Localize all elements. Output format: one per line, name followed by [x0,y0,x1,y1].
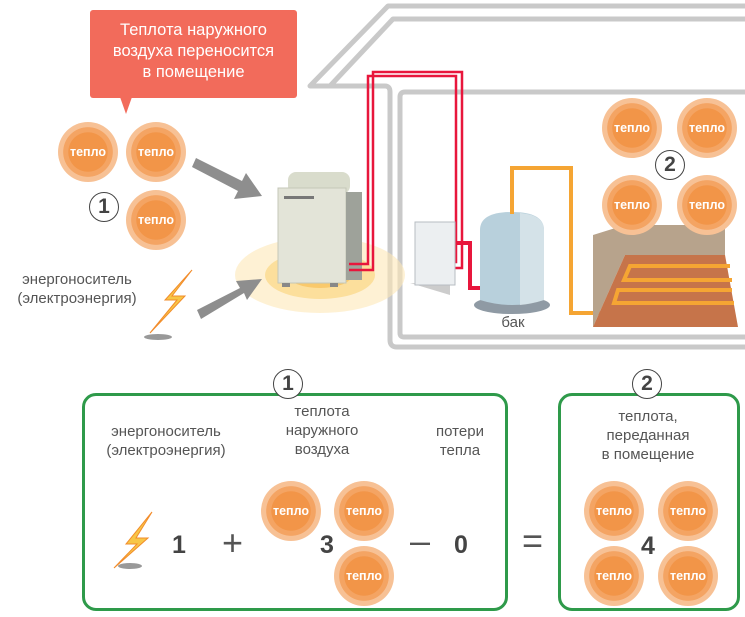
house-outline [307,3,745,350]
arrows [192,158,262,319]
eq-losses-label: потери тепла [420,422,500,460]
label-line: теплота [294,403,350,420]
heat-token: тепло [602,175,662,235]
heat-token: тепло [584,481,644,541]
eq-minus-sign: – [410,520,431,561]
heat-token: тепло [334,546,394,606]
lightning-bolt-icon [144,269,193,340]
eq-energy-label: энергоноситель (электроэнергия) [96,422,236,460]
label-line: воздуха [294,441,350,458]
heat-token: тепло [658,481,718,541]
label-line: в помещение [601,446,695,463]
label-line: энергоноситель [111,423,221,440]
equation-badge-2: 2 [632,369,662,399]
heat-token: тепло [261,481,321,541]
eq-losses-value: 0 [454,531,468,559]
heat-token: тепло [584,546,644,606]
label-line: переданная [606,427,690,444]
eq-equals-sign: = [522,520,544,561]
heat-token: тепло [58,122,118,182]
eq-outdoor-heat-value: 3 [320,531,334,559]
step-badge-2: 2 [655,150,685,180]
step-badge-1: 1 [89,192,119,222]
water-pipe [510,166,600,315]
label-line: (электроэнергия) [17,290,137,307]
heat-token: тепло [602,98,662,158]
heated-floor [593,225,738,327]
heat-token: тепло [677,175,737,235]
label-line: потери [436,423,484,440]
callout-line: в помещение [142,63,245,81]
eq-outdoor-heat-label: теплота наружного воздуха [262,402,382,459]
energy-source-label: энергоноситель (электроэнергия) [2,270,152,308]
eq-plus-sign: + [222,522,244,563]
eq-delivered-value: 4 [641,532,655,560]
heat-token: тепло [677,98,737,158]
heat-token: тепло [126,190,186,250]
callout-line: Теплота наружного [120,21,267,39]
label-line: (электроэнергия) [106,442,226,459]
label-line: наружного [285,422,359,439]
label-line: тепла [439,442,481,459]
heat-token: тепло [334,481,394,541]
heat-token: тепло [658,546,718,606]
callout-heat-transfer: Теплота наружного воздуха переносится в … [90,10,297,114]
eq-delivered-heat-label: теплота, переданная в помещение [578,407,718,464]
label-line: энергоноситель [22,271,132,288]
equation-badge-1: 1 [273,369,303,399]
eq-lightning-bolt-icon [113,511,153,569]
tank [474,212,550,314]
callout-line: воздуха переносится [112,42,275,60]
tank-label: бак [501,314,525,331]
eq-energy-value: 1 [172,531,186,559]
heat-token: тепло [126,122,186,182]
indoor-unit [410,221,456,295]
label-line: теплота, [618,408,678,425]
outdoor-unit [277,172,362,287]
